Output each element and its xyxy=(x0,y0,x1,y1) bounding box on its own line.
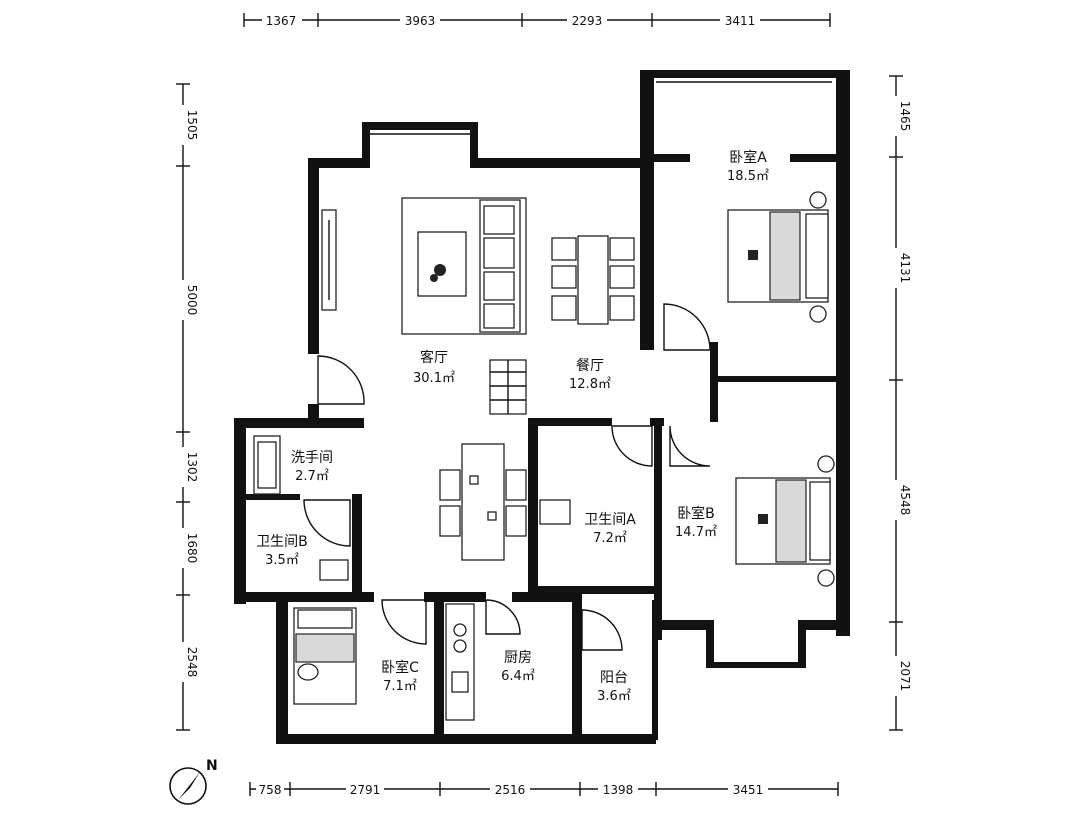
dim-bottom-5: 3451 xyxy=(733,783,764,797)
dim-left-5: 2548 xyxy=(185,647,199,678)
stair-unit xyxy=(489,359,527,415)
room-kitchen-area: 6.4㎡ xyxy=(501,669,535,684)
room-bedroom-a-area: 18.5㎡ xyxy=(727,169,769,184)
room-bathroom-b-name: 卫生间B xyxy=(256,534,308,550)
dim-bottom-2: 2791 xyxy=(350,783,381,797)
tv-cabinet xyxy=(321,209,337,311)
room-living-name: 客厅 xyxy=(420,349,448,366)
compass-arrow-icon xyxy=(178,772,200,800)
dim-right-1: 1465 xyxy=(898,101,912,132)
dim-top-1: 1367 xyxy=(266,14,297,28)
dim-top-3: 2293 xyxy=(572,14,603,28)
room-bedroom-b-name: 卧室B xyxy=(677,505,715,522)
room-bathroom-a-area: 7.2㎡ xyxy=(593,531,627,546)
room-living-area: 30.1㎡ xyxy=(413,371,455,386)
room-kitchen-name: 厨房 xyxy=(504,650,532,666)
room-bedroom-a-name: 卧室A xyxy=(729,149,767,166)
walls xyxy=(234,70,850,744)
room-washroom-area: 2.7㎡ xyxy=(295,469,329,484)
bed-a xyxy=(727,191,829,323)
dim-right-4: 2071 xyxy=(898,661,912,692)
compass: N xyxy=(169,758,218,805)
room-balcony-name: 阳台 xyxy=(600,670,628,686)
dim-left-2: 5000 xyxy=(185,285,199,316)
bed-b xyxy=(735,455,835,587)
toilet-b xyxy=(319,559,349,581)
room-washroom-name: 洗手间 xyxy=(291,450,333,466)
dimension-right: 1465 4131 4548 2071 xyxy=(888,75,912,731)
room-dining-area: 12.8㎡ xyxy=(569,377,611,392)
dim-bottom-1: 758 xyxy=(259,783,282,797)
room-bathroom-b-area: 3.5㎡ xyxy=(265,553,299,568)
windows xyxy=(290,80,843,739)
room-balcony-area: 3.6㎡ xyxy=(597,689,631,704)
dining-table-large xyxy=(551,235,635,325)
dimension-top: 1367 3963 2293 3411 xyxy=(243,12,831,28)
room-labels: 客厅 30.1㎡ 餐厅 12.8㎡ 卧室A 18.5㎡ 卧室B 14.7㎡ 卧室… xyxy=(256,149,769,704)
dim-top-2: 3963 xyxy=(405,14,436,28)
dim-top-4: 3411 xyxy=(725,14,756,28)
dimension-left: 1505 5000 1302 1680 2548 xyxy=(175,83,199,731)
bathtub xyxy=(253,435,281,495)
dim-left-3: 1302 xyxy=(185,452,199,483)
sink-a xyxy=(539,499,571,525)
bed-c xyxy=(293,607,357,705)
dim-bottom-4: 1398 xyxy=(603,783,634,797)
dim-left-4: 1680 xyxy=(185,533,199,564)
dim-left-1: 1505 xyxy=(185,110,199,141)
room-bedroom-b-area: 14.7㎡ xyxy=(675,525,717,540)
dim-right-2: 4131 xyxy=(898,253,912,284)
doors xyxy=(303,303,711,651)
room-bedroom-c-area: 7.1㎡ xyxy=(383,679,417,694)
room-bedroom-c-name: 卧室C xyxy=(381,659,419,676)
kitchen-counter xyxy=(445,603,475,721)
dimension-bottom: 758 2791 2516 1398 3451 xyxy=(249,781,839,797)
compass-n-label: N xyxy=(206,758,218,774)
dining-table-small xyxy=(439,443,527,561)
room-dining-name: 餐厅 xyxy=(576,358,604,374)
dim-bottom-3: 2516 xyxy=(495,783,526,797)
room-bathroom-a-name: 卫生间A xyxy=(584,512,636,528)
dim-right-3: 4548 xyxy=(898,485,912,516)
sofa-set xyxy=(401,197,527,335)
